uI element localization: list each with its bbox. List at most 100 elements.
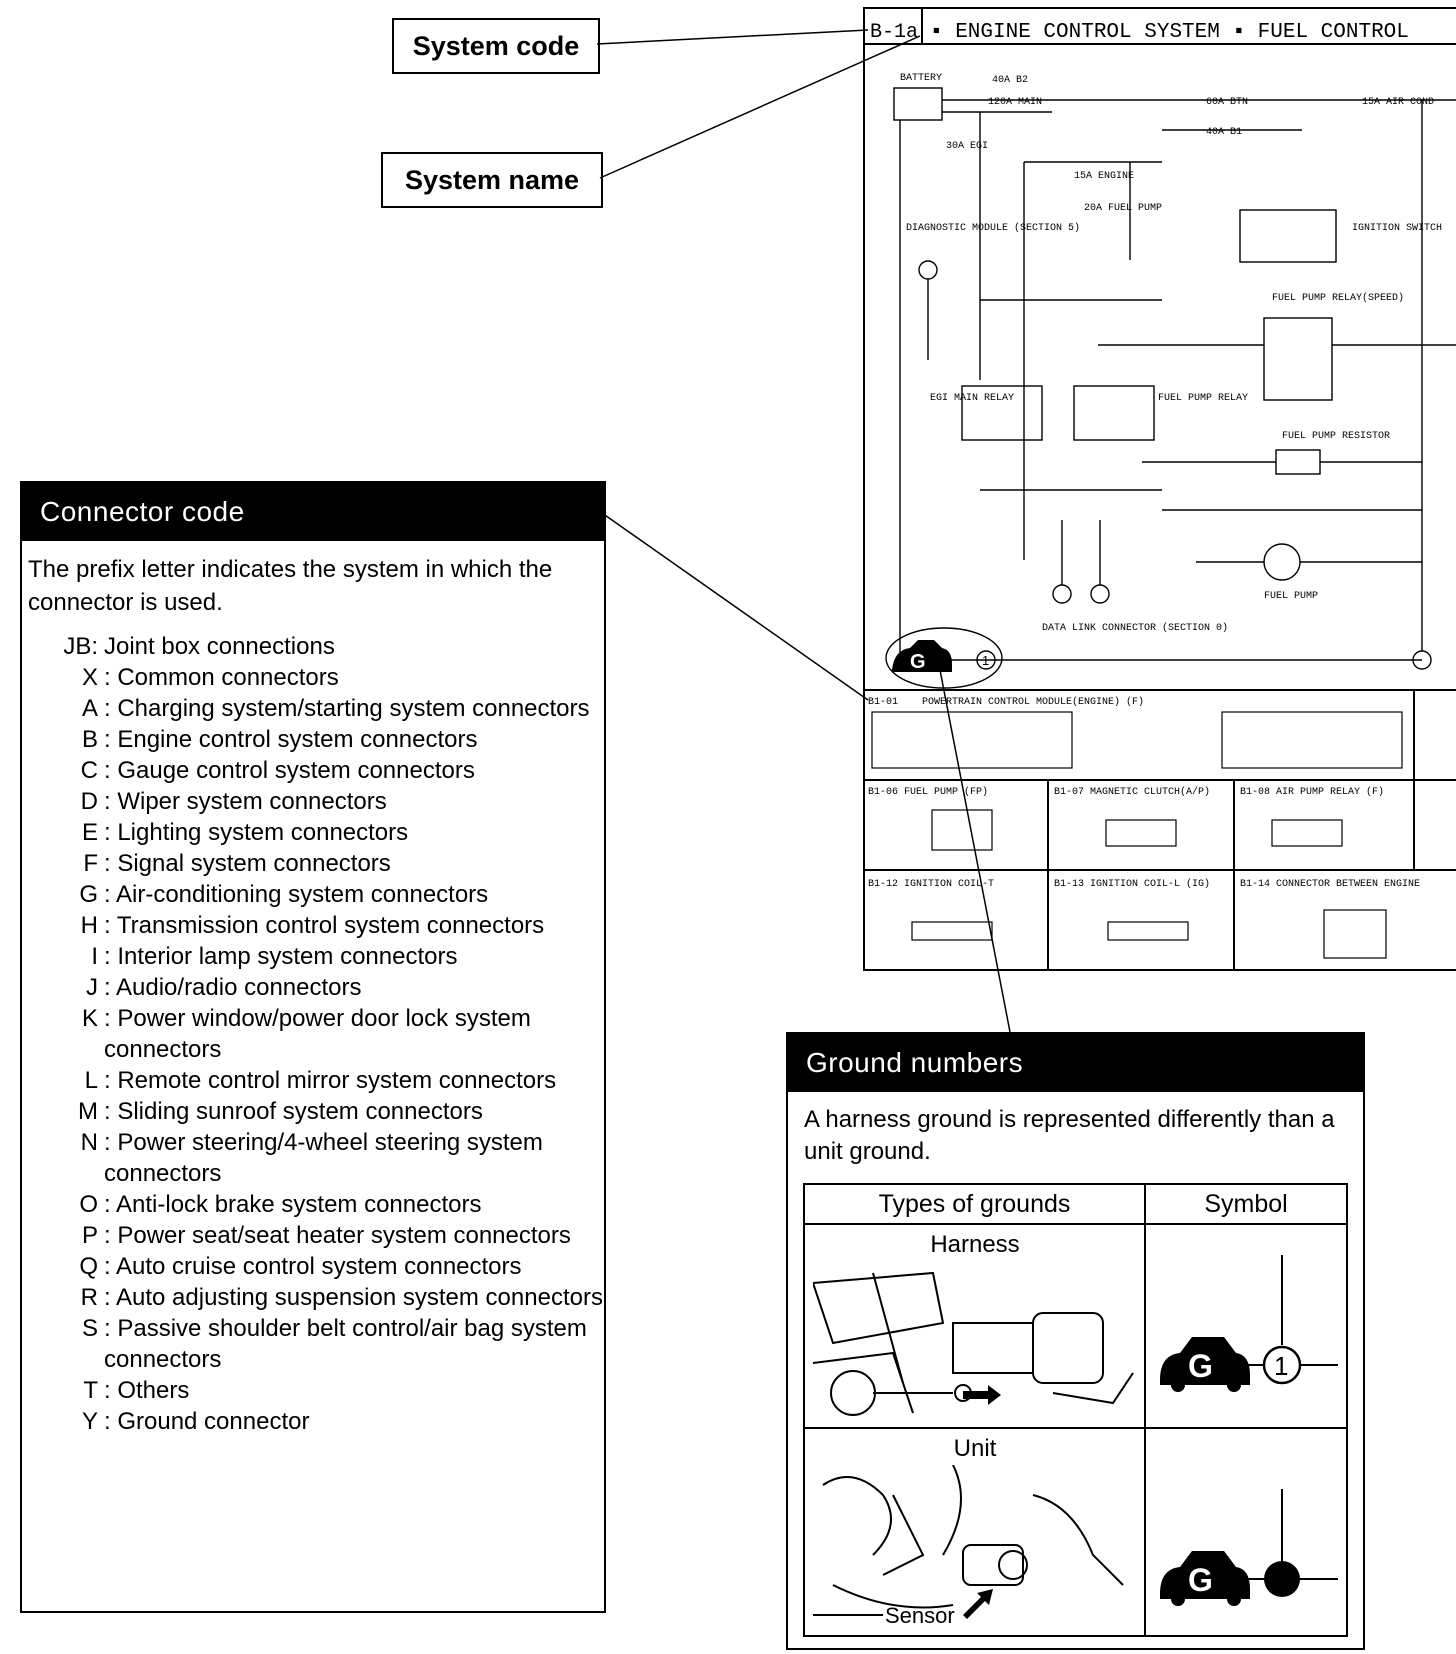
svg-text:DIAGNOSTIC MODULE (SECTION 5): DIAGNOSTIC MODULE (SECTION 5) <box>906 222 1080 234</box>
connector-code-intro: The prefix letter indicates the system i… <box>28 556 553 616</box>
connector-code-item: S: Passive shoulder belt control/air bag… <box>54 1313 604 1375</box>
svg-text:FUEL PUMP: FUEL PUMP <box>1264 591 1318 602</box>
connector-code-letter: K <box>81 1005 98 1032</box>
ground-numbers-panel: Ground numbers A harness ground is repre… <box>786 1032 1365 1650</box>
svg-text:G: G <box>1188 1348 1213 1384</box>
svg-text:60A BTN: 60A BTN <box>1206 97 1248 108</box>
connector-code-item: T: Others <box>54 1375 604 1406</box>
connector-code-letter: X <box>81 664 98 691</box>
connector-code-item: H: Transmission control system connector… <box>54 910 604 941</box>
connector-code-item: C: Gauge control system connectors <box>54 755 604 786</box>
connector-code-letter: T <box>83 1377 98 1404</box>
connector-code-item: L: Remote control mirror system connecto… <box>54 1065 604 1096</box>
wiring-diagram: B-1a ▪ ENGINE CONTROL SYSTEM ▪ FUEL CONT… <box>863 7 1456 971</box>
svg-text:1: 1 <box>982 653 989 668</box>
ground-numbers-title: Ground numbers <box>788 1034 1363 1092</box>
column-header-symbol: Symbol <box>1146 1185 1346 1225</box>
unit-illustration <box>813 1465 1124 1619</box>
svg-text:EGI MAIN RELAY: EGI MAIN RELAY <box>930 393 1014 404</box>
leader-connector-code <box>601 512 869 701</box>
connector-code-letter: C <box>80 757 98 784</box>
row-label-unit: Unit <box>953 1435 997 1462</box>
connector-code-description: : Others <box>104 1377 190 1404</box>
connector-code-letter: B <box>81 726 98 753</box>
connector-code-description: : Power window/power door lock system co… <box>104 1005 531 1063</box>
svg-text:30A EGI: 30A EGI <box>946 141 988 152</box>
connector-code-letter: A <box>81 695 98 722</box>
connector-code-letter: J <box>86 974 98 1001</box>
svg-text:BATTERY: BATTERY <box>900 73 942 84</box>
connector-code-description: : Interior lamp system connectors <box>104 943 458 970</box>
connector-code-description: : Audio/radio connectors <box>104 974 362 1001</box>
svg-text:IGNITION SWITCH: IGNITION SWITCH <box>1352 223 1442 234</box>
connector-code-item: N: Power steering/4-wheel steering syste… <box>54 1127 604 1189</box>
connector-code-item: Q: Auto cruise control system connectors <box>54 1251 604 1282</box>
connector-code-description: : Signal system connectors <box>104 850 391 877</box>
svg-text:B1-12 IGNITION COIL-T: B1-12 IGNITION COIL-T <box>868 879 994 890</box>
diagram-ground-symbol: G <box>892 640 952 673</box>
svg-text:B1-01: B1-01 <box>868 697 898 708</box>
connector-code-letter: Q <box>79 1253 98 1280</box>
svg-text:FUEL PUMP RELAY: FUEL PUMP RELAY <box>1158 393 1248 404</box>
connector-code-item: F: Signal system connectors <box>54 848 604 879</box>
leader-system-code <box>596 29 869 45</box>
svg-text:15A AIR COND: 15A AIR COND <box>1362 97 1434 108</box>
connector-code-description: : Gauge control system connectors <box>104 757 475 784</box>
svg-text:G: G <box>910 651 926 673</box>
row-label-harness: Harness <box>930 1231 1020 1258</box>
harness-ground-symbol: G 1 <box>1160 1255 1338 1392</box>
ground-car-icon-unit <box>1160 1551 1250 1599</box>
svg-text:DATA LINK CONNECTOR (SECTION 0: DATA LINK CONNECTOR (SECTION 0) <box>1042 622 1228 634</box>
connector-code-letter: D <box>80 788 98 815</box>
ground-numbers-intro: A harness ground is represented differen… <box>804 1106 1335 1165</box>
connector-code-description: : Transmission control system connectors <box>104 912 545 939</box>
connector-code-description: : Passive shoulder belt control/air bag … <box>104 1315 587 1373</box>
connector-code-description: : Lighting system connectors <box>104 819 409 846</box>
svg-text:B1-07 MAGNETIC CLUTCH(A/P): B1-07 MAGNETIC CLUTCH(A/P) <box>1054 786 1210 798</box>
svg-text:1: 1 <box>1274 1351 1288 1381</box>
unit-ground-symbol: G <box>1160 1489 1338 1606</box>
connector-code-letter: L <box>84 1067 98 1094</box>
svg-text:40A B1: 40A B1 <box>1206 127 1242 138</box>
connector-code-item: R: Auto adjusting suspension system conn… <box>54 1282 604 1313</box>
svg-text:G: G <box>1188 1562 1213 1598</box>
connector-code-description: : Auto adjusting suspension system conne… <box>104 1284 603 1311</box>
connector-code-item: J: Audio/radio connectors <box>54 972 604 1003</box>
svg-text:B1-06 FUEL PUMP (FP): B1-06 FUEL PUMP (FP) <box>868 786 988 798</box>
connector-code-title: Connector code <box>22 483 604 541</box>
svg-text:15A ENGINE: 15A ENGINE <box>1074 171 1134 182</box>
svg-text:40A B2: 40A B2 <box>992 75 1028 86</box>
connector-code-letter: N <box>80 1129 98 1156</box>
system-code-label: System code <box>412 30 580 61</box>
connector-code-letter: G <box>79 881 98 908</box>
connector-code-letter: M <box>78 1098 98 1125</box>
harness-illustration <box>813 1271 1134 1416</box>
connector-code-description: : Remote control mirror system connector… <box>104 1067 557 1094</box>
connector-code-description: : Anti-lock brake system connectors <box>104 1191 482 1218</box>
connector-code-description: : Sliding sunroof system connectors <box>104 1098 483 1125</box>
connector-code-letter: H <box>80 912 98 939</box>
connector-code-description: : Wiper system connectors <box>104 788 387 815</box>
ground-car-icon <box>1160 1337 1250 1385</box>
system-name-label: System name <box>404 164 580 195</box>
svg-text:20A FUEL PUMP: 20A FUEL PUMP <box>1084 203 1162 214</box>
connector-code-item: B: Engine control system connectors <box>54 724 604 755</box>
system-name-callout: System name <box>381 152 603 208</box>
connector-code-letter: O <box>79 1191 98 1218</box>
connector-code-item: P: Power seat/seat heater system connect… <box>54 1220 604 1251</box>
connector-code-item: D: Wiper system connectors <box>54 786 604 817</box>
connector-code-letter: E <box>81 819 98 846</box>
system-code-callout: System code <box>392 18 600 74</box>
connector-code-description: : Engine control system connectors <box>104 726 478 753</box>
connector-code-description: : Air-conditioning system connectors <box>104 881 489 908</box>
svg-text:B1-13 IGNITION COIL-L (IG): B1-13 IGNITION COIL-L (IG) <box>1054 878 1210 890</box>
connector-code-description: : Power steering/4-wheel steering system… <box>104 1129 543 1187</box>
connector-code-description: Joint box connections <box>104 633 335 660</box>
connector-code-item: E: Lighting system connectors <box>54 817 604 848</box>
sensor-label: Sensor <box>885 1603 955 1628</box>
connector-code-letter: I <box>91 943 98 970</box>
svg-text:B1-08 AIR PUMP RELAY (F): B1-08 AIR PUMP RELAY (F) <box>1240 786 1384 798</box>
connector-code-letter: S <box>81 1315 98 1342</box>
connector-code-letter: JB: <box>63 633 98 660</box>
